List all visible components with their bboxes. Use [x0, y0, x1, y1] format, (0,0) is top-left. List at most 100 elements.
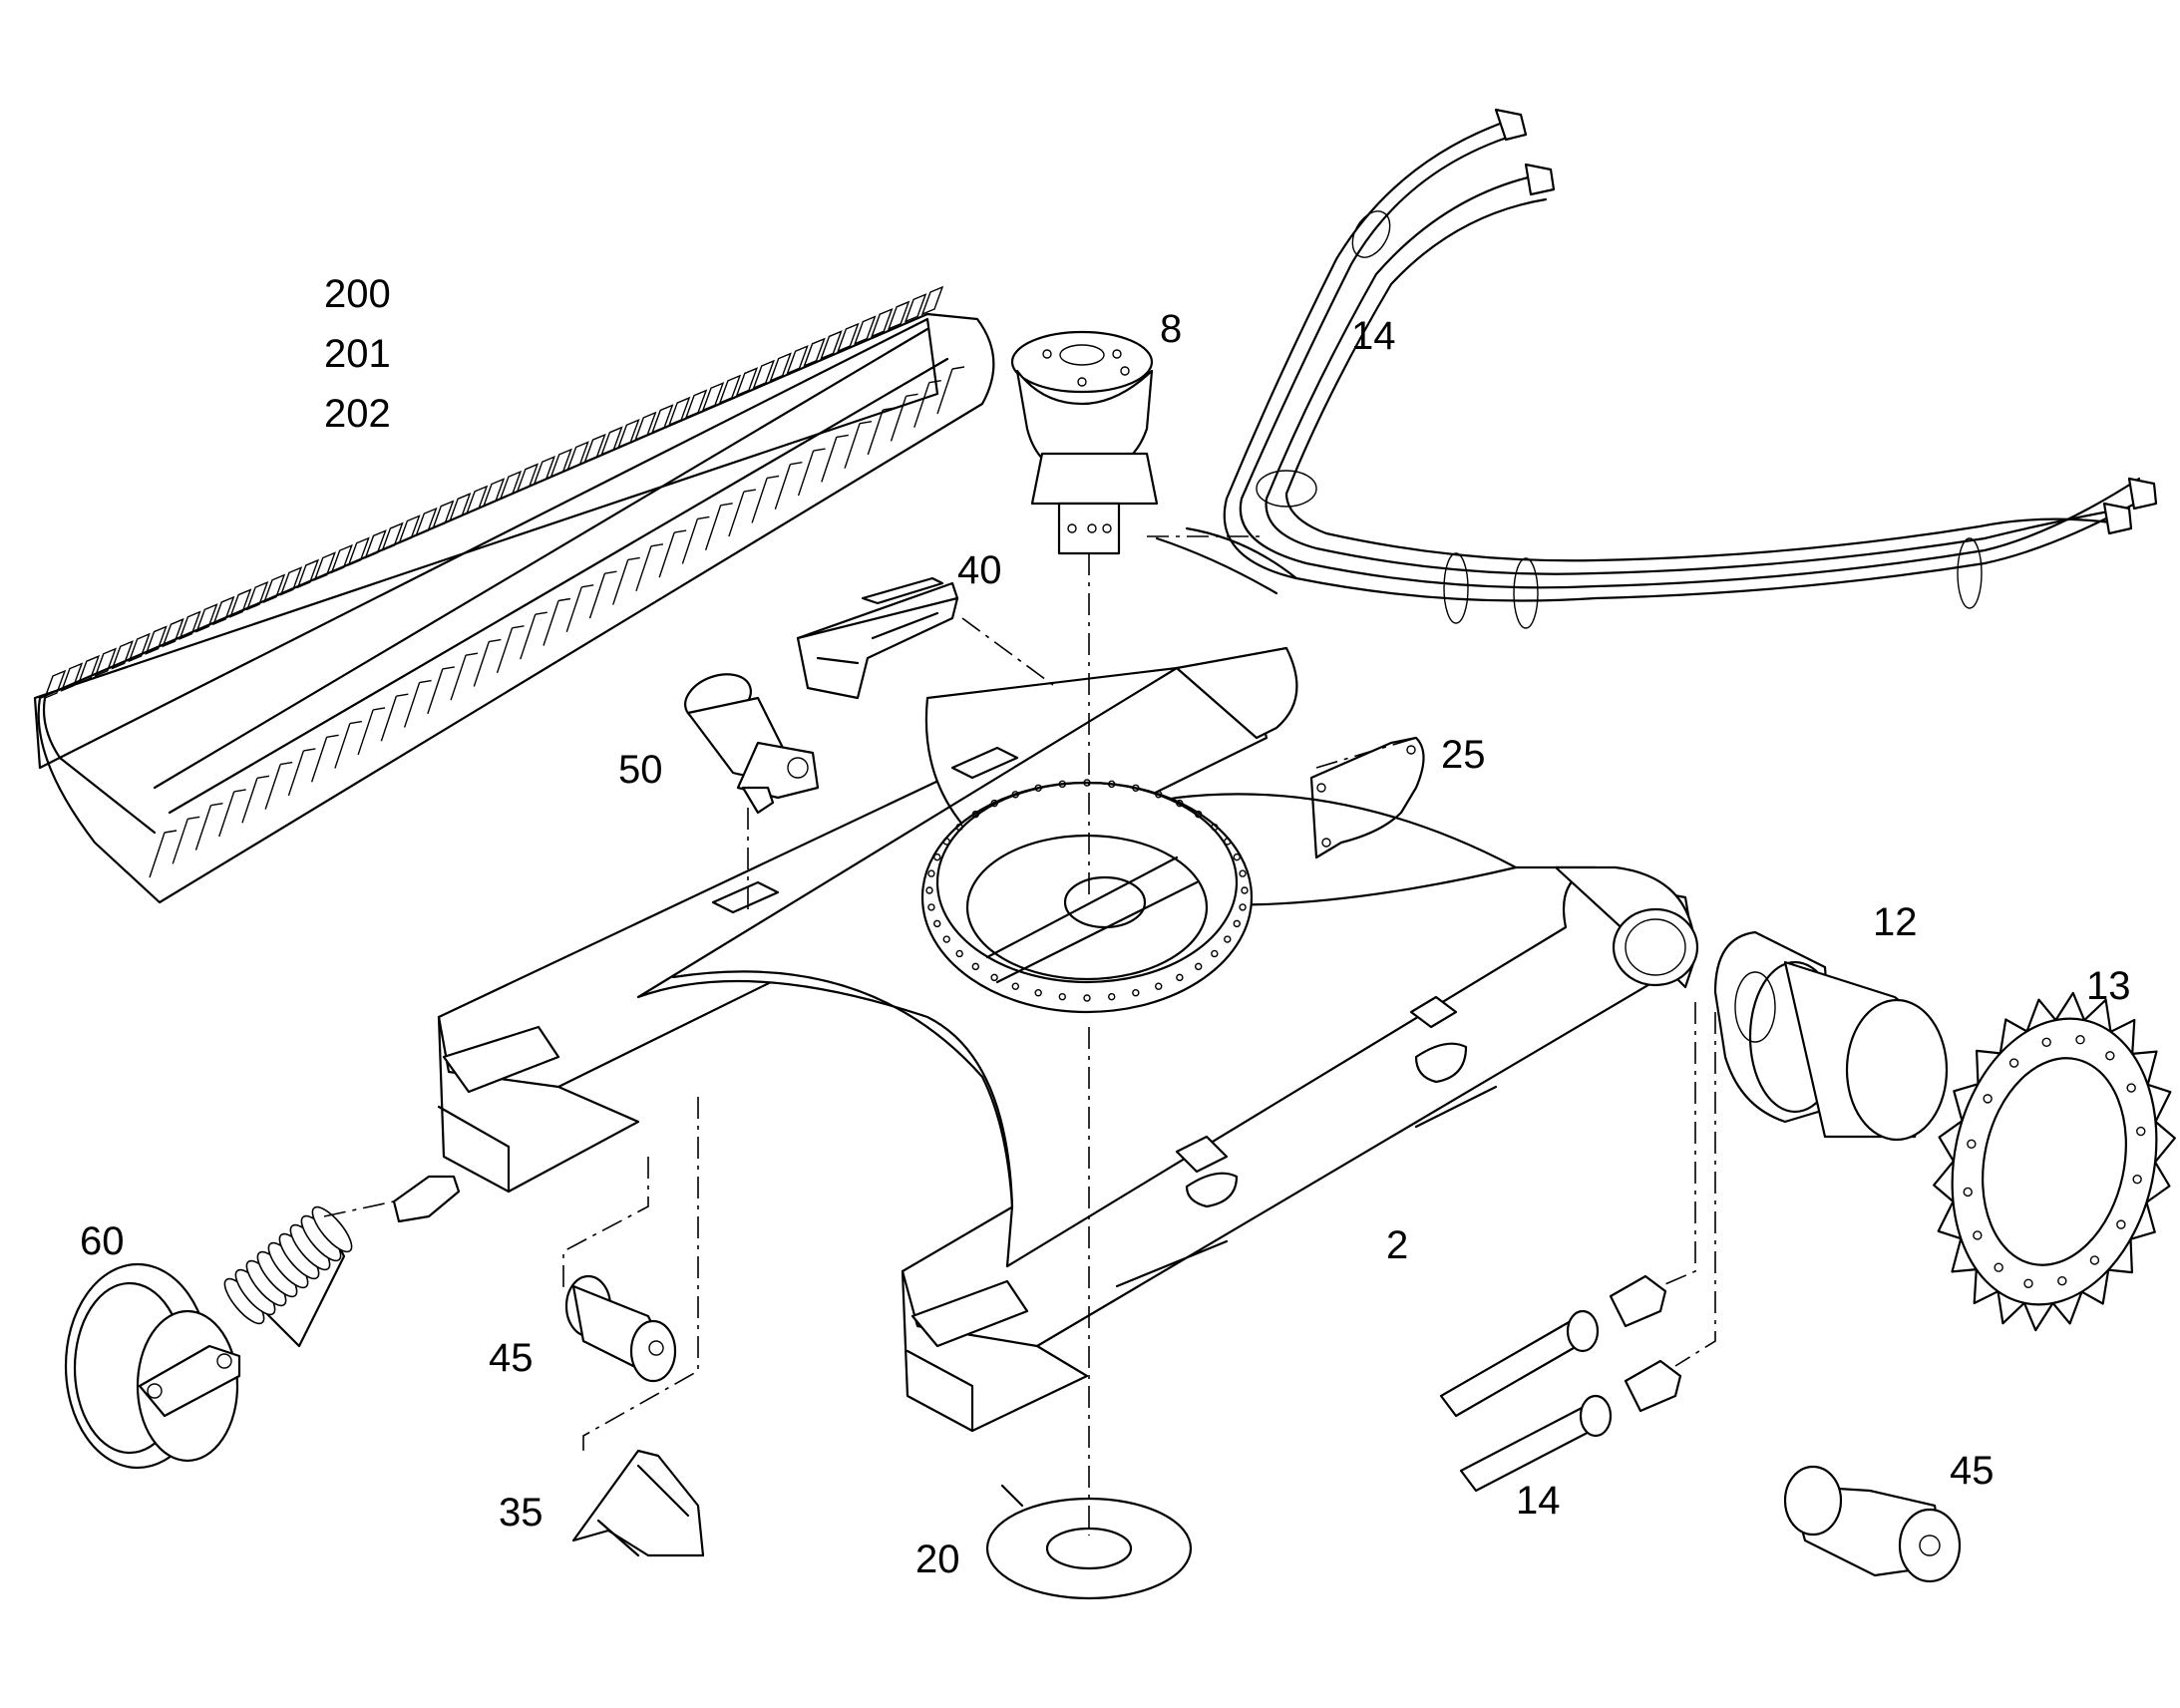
ring-bolt [1132, 784, 1140, 792]
track-link [728, 489, 756, 537]
sprocket-bolt [2132, 1174, 2142, 1185]
ring-bolt [933, 919, 941, 928]
track-link [334, 720, 362, 769]
track-shoe [634, 411, 657, 442]
track-shoe [279, 566, 303, 596]
track-shoe [533, 456, 555, 486]
callout-201: 201 [324, 332, 391, 376]
track-shoe [364, 529, 387, 559]
track-shoe [854, 315, 877, 345]
track-shoe [415, 507, 438, 537]
hoses-lower [1439, 1274, 1682, 1493]
track-link [287, 748, 316, 797]
callout-8: 8 [1160, 307, 1182, 351]
track-link [821, 434, 849, 483]
track-shoe [482, 478, 506, 508]
track-shoe [684, 389, 708, 419]
ring-bolt [971, 810, 979, 819]
callout-40: 40 [957, 548, 1002, 592]
ring-bolt [955, 949, 963, 958]
track-link [635, 543, 664, 592]
track-shoe [701, 381, 725, 412]
cover-plate [1309, 736, 1425, 859]
ring-bolt [1083, 779, 1091, 787]
sprocket-bolt [1973, 1230, 1983, 1240]
track-roller-left [564, 1274, 677, 1383]
ring-bolt [1155, 791, 1163, 799]
ring-bolt [971, 962, 979, 971]
ring-bolt [1241, 886, 1249, 894]
track-link [704, 503, 733, 550]
track-shoe [769, 352, 792, 382]
track-link [172, 816, 200, 864]
track-shoe [228, 588, 252, 618]
track-link [658, 529, 687, 578]
track-link [241, 775, 270, 824]
sprocket-bolt [1994, 1262, 2003, 1272]
travel-motor [1713, 930, 1949, 1142]
track-link [543, 597, 571, 646]
track-shoe [245, 580, 269, 611]
sprocket-bolt [1983, 1094, 1993, 1104]
sprocket-bolt [2126, 1083, 2136, 1093]
track-shoe [432, 500, 455, 529]
track-shoe [920, 285, 944, 316]
track-link [612, 556, 640, 605]
sprocket-bolt [2089, 1255, 2100, 1265]
track-link [264, 761, 293, 810]
ring-bolt [925, 886, 933, 894]
track-link [149, 830, 178, 878]
ring-bolt [1224, 838, 1232, 846]
ring-bolt [1058, 780, 1066, 789]
idler-wheel [64, 1175, 461, 1470]
track-shoe [347, 536, 370, 566]
track-shoe [448, 493, 472, 522]
track-shoe [94, 647, 117, 678]
spring-coil [311, 1205, 353, 1253]
track-shoe [195, 603, 218, 633]
track-link [450, 652, 479, 701]
track-shoe [313, 551, 336, 581]
swivel-joint [1010, 330, 1159, 555]
track-link [774, 462, 803, 510]
track-shoe [735, 367, 759, 397]
sprocket [1933, 991, 2176, 1332]
sprocket-bolt [1967, 1139, 1977, 1150]
track-shoe [77, 654, 101, 685]
track-shoe [566, 441, 589, 471]
callout-13: 13 [2086, 964, 2131, 1008]
ring-bolt [1211, 949, 1219, 958]
track-shoe [752, 359, 775, 390]
track-link [913, 379, 941, 428]
ring-bolt [942, 838, 950, 846]
track-shoe [803, 337, 826, 368]
track-shoe [398, 514, 421, 544]
track-shoe [651, 404, 674, 434]
track-shoe [786, 344, 809, 375]
track-roller-right [1783, 1465, 1962, 1583]
callout-2: 2 [1386, 1223, 1408, 1267]
track-shoe [499, 470, 523, 501]
track-link [496, 625, 525, 674]
ring-bolt [927, 903, 935, 911]
ring-bolt [1132, 989, 1140, 997]
callout-60: 60 [80, 1219, 125, 1263]
track-shoe [330, 543, 353, 574]
hoses-upper [1155, 108, 2158, 629]
ring-bolt [1011, 791, 1019, 799]
ring-bolt [990, 973, 998, 982]
track-shoe [111, 640, 134, 670]
track-link [427, 666, 455, 715]
track-link [588, 570, 617, 619]
sprocket-bolt [1963, 1187, 1973, 1197]
ring-bolt [942, 935, 950, 943]
track-shoe [583, 433, 606, 464]
track-shoe [718, 374, 742, 405]
track-link [936, 366, 965, 415]
sprocket-bolt [2075, 1035, 2085, 1045]
track-link [681, 515, 710, 564]
callout-labels: 200 201 202 8 14 40 50 25 12 13 2 60 45 … [80, 272, 2131, 1581]
track-guide [571, 1449, 705, 1557]
track-shoe [617, 419, 640, 449]
